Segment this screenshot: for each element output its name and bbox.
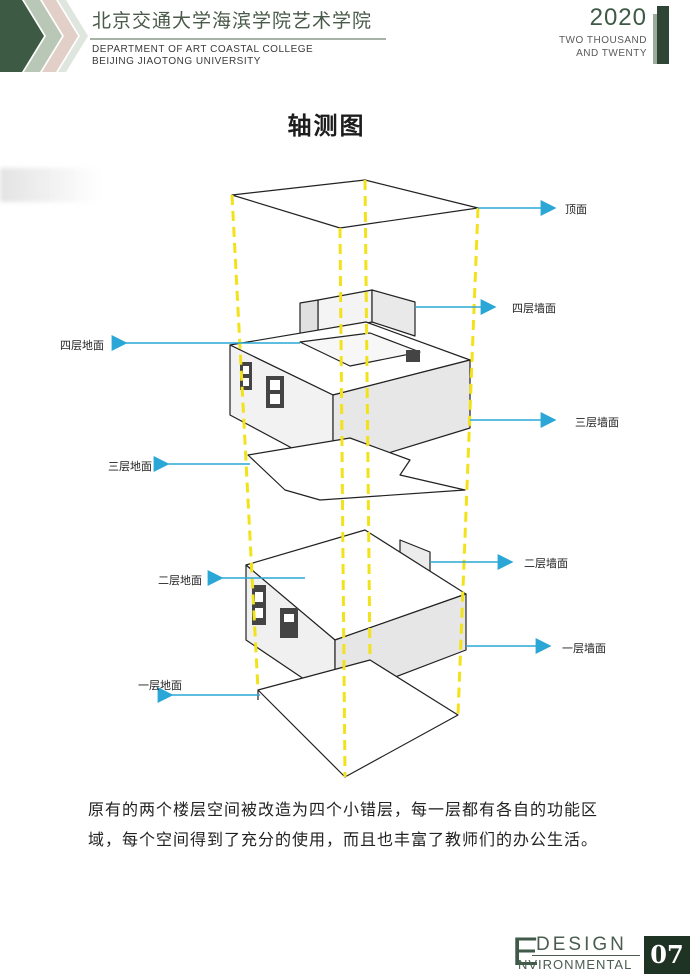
label-floor1-floor: 一层地面 [138,679,182,692]
page-title: 轴测图 [287,112,366,140]
label-floor1-wall: 一层墙面 [562,642,606,655]
college-title-cn: 北京交通大学海滨学院艺术学院 [92,10,373,32]
roof-plane [231,179,479,229]
accent-bar-dark [657,6,669,64]
floor1-floor [257,659,459,778]
footer-design: DESIGN [536,934,627,955]
label-floor4-wall: 四层墙面 [512,302,556,315]
accent-bar-light [653,14,657,64]
label-arrows [111,200,557,703]
guide-lines [230,179,480,778]
chevron-logo-icon [0,0,90,72]
year: 2020 [589,4,647,31]
axonometric-diagram [111,179,557,778]
header-rule [90,38,386,40]
description-paragraph: 原有的两个楼层空间被改造为四个小错层，每一层都有各自的功能区域，每个空间得到了充… [88,800,599,849]
footer-divider [532,955,640,956]
label-floor2-floor: 二层地面 [158,574,202,587]
page-header: 北京交通大学海滨学院艺术学院 DEPARTMENT OF ART COASTAL… [0,0,693,72]
page-number: 07 [644,936,690,974]
floor4-wall-right [371,289,416,337]
footer-environmental: NVIRONMENTAL [518,957,633,972]
label-roof: 顶面 [565,203,587,216]
label-floor3-floor: 三层地面 [108,460,152,473]
year-words-1: TWO THOUSAND [558,35,647,46]
college-title-en-1: DEPARTMENT OF ART COASTAL COLLEGE [92,44,314,55]
floor3-floor [247,437,466,501]
background-smudge [0,168,100,202]
college-title-en-2: BEIJING JIAOTONG UNIVERSITY [92,56,261,67]
label-floor4-floor: 四层地面 [60,339,104,352]
label-floor3-wall: 三层墙面 [575,416,619,429]
label-floor2-wall: 二层墙面 [524,557,568,570]
year-words-2: AND TWENTY [576,48,647,59]
footer-letter-e: E [512,930,539,974]
